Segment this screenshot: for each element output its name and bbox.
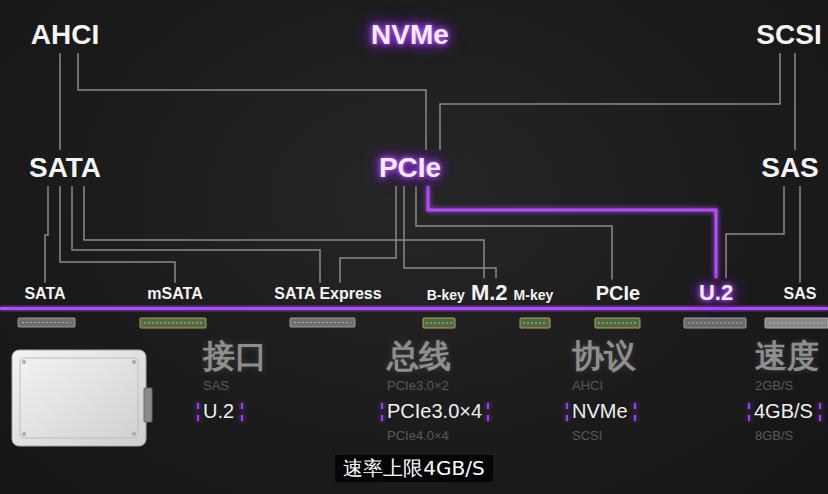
sata-express-connector [290,318,355,327]
pcie-connector [595,318,640,328]
caption-row: 速率上限4GB/S [0,455,828,482]
subtitle-caption: 速率上限4GB/S [335,455,492,482]
connector-line [404,186,496,278]
label-text: mSATA [147,285,202,303]
ssd-screw [22,360,26,364]
interface-label: NVMe [367,17,453,53]
ssd-drawing [12,350,152,446]
sas-connector [765,318,828,328]
label-text: M-key [514,287,554,303]
ssd-body [12,350,146,446]
label-text: U.2 [699,280,733,305]
msata-connector [140,318,206,328]
connector-line [794,53,796,150]
interface-label: SATA [20,283,69,305]
label-text: SATA [29,152,101,184]
table-cell-selected: NVMe [572,400,628,423]
ssd-screw [22,432,26,436]
label-text: PCIe [379,152,441,184]
column-header: 协议 [572,338,636,375]
connector-pins [22,322,826,324]
connector-line [416,186,612,279]
connector-line [799,186,801,283]
row-brackets [198,403,820,421]
u2-connector [684,318,746,328]
connector-pictures [18,318,828,328]
table-cell: 2GB/S [755,379,793,394]
interface-label: SATA Express [270,283,385,305]
interface-label: B-key M.2 M-key [423,278,558,307]
label-text: SCSI [756,19,821,51]
label-text: M.2 [471,280,508,305]
interface-label: SCSI [752,17,825,53]
ssd-panel [20,358,138,438]
connector-line [72,186,320,283]
interface-label: PCIe [592,280,644,307]
highlighted-connector [428,186,716,278]
interface-label: SATA [25,150,105,186]
interface-label: AHCI [27,17,103,53]
column-header: 速度 [755,338,819,375]
table-cell: 8GB/S [755,429,793,444]
highlighted-connector [409,53,412,150]
connector-line [60,186,175,283]
label-text: PCIe [596,282,640,305]
interface-label: PCIe [375,150,445,186]
table-cell: SAS [203,379,229,394]
table-cell: AHCI [572,379,603,394]
table-cell: PCIe4.0×4 [387,429,449,444]
column-header: 总线 [387,338,451,375]
connector-line [726,186,784,278]
table-cell-selected: U.2 [203,400,234,423]
interface-label: SAS [780,283,821,305]
m2-mkey-connector [520,318,550,328]
table-cell-selected: 4GB/S [754,400,813,423]
label-text: SATA [24,285,65,303]
sata-connector [18,318,75,327]
table-cell: PCIe3.0×2 [387,379,449,394]
m2-bkey-connector [423,318,455,328]
interface-label: mSATA [143,283,206,305]
label-text: SAS [784,285,817,303]
ssd-port [144,388,152,422]
connector-line [440,53,780,150]
table-cell: SCSI [572,429,602,444]
connector-line [59,53,61,150]
interface-bar [0,307,828,310]
label-text: SAS [761,152,819,184]
table-cell-selected: PCIe3.0×4 [387,400,482,423]
label-text: B-key [427,287,465,303]
ssd-screw [132,360,136,364]
label-text: SATA Express [274,285,381,303]
interface-label: SAS [757,150,823,186]
connector-line [84,186,484,278]
connector-line [45,186,48,283]
connector-line [78,53,426,150]
label-text: AHCI [31,19,99,51]
ssd-screw [132,432,136,436]
label-text: NVMe [371,19,449,51]
connector-line [340,186,396,283]
column-header: 接口 [203,338,267,375]
interface-label: U.2 [695,278,737,307]
